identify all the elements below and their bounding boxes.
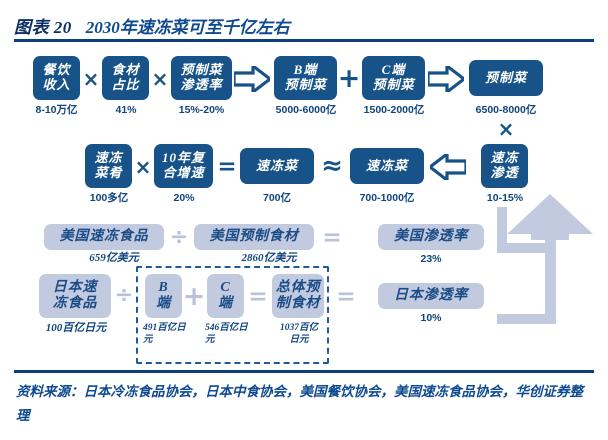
connector-vertical-riser bbox=[545, 204, 556, 324]
operator-plus-1: + bbox=[337, 62, 361, 94]
node-ten-year-cagr[interactable]: 10年复 合增速 bbox=[154, 144, 213, 188]
operator-multiply-1: × bbox=[82, 67, 100, 91]
caption-ten-year-cagr: 20% bbox=[173, 192, 195, 204]
operator-equals-3: = bbox=[248, 283, 268, 310]
caption-japan-c-side: 546百亿日元 bbox=[205, 323, 248, 346]
operator-implies-1 bbox=[234, 66, 270, 92]
source-note: 资料来源：日本冷冻食品协会，日本中食协会，美国餐饮协会，美国速冻食品协会，华创证… bbox=[16, 384, 583, 423]
caption-catering-revenue: 8-10万亿 bbox=[35, 104, 78, 116]
caption-frozen-vegetable-700: 700亿 bbox=[262, 192, 292, 204]
operator-divide-2: ÷ bbox=[114, 283, 134, 308]
page-title: 2030年速冻菜可至千亿左右 bbox=[85, 17, 290, 37]
operator-multiply-3: × bbox=[134, 155, 152, 179]
caption-c-side-prepared-food: 1500-2000亿 bbox=[363, 104, 425, 116]
node-us-frozen-food[interactable]: 美国速冻食品 bbox=[44, 224, 164, 250]
caption-prepared-food-penetration: 15%-20% bbox=[178, 104, 225, 116]
node-frozen-vegetable-700[interactable]: 速冻菜 bbox=[240, 148, 314, 184]
operator-equals-4: = bbox=[336, 283, 356, 310]
connector-jp-elbow-horizontal bbox=[497, 314, 556, 324]
operator-equals-2: = bbox=[322, 224, 342, 251]
caption-japan-total-prepared: 1037百亿日元 bbox=[279, 323, 318, 346]
upward-arrow-icon bbox=[507, 194, 593, 240]
operator-equals-1: = bbox=[217, 153, 237, 180]
caption-japan-frozen-food: 100百亿日元 bbox=[45, 322, 107, 334]
japan-breakdown-group bbox=[136, 266, 329, 364]
operator-plus-2: + bbox=[182, 280, 206, 312]
operator-multiply-2: × bbox=[151, 67, 169, 91]
node-frozen-vegetable-range[interactable]: 速冻菜 bbox=[350, 148, 424, 184]
node-frozen-dishes[interactable]: 速冻 菜肴 bbox=[85, 144, 132, 188]
operator-divide-1: ÷ bbox=[169, 225, 189, 250]
caption-prepared-food-total: 6500-8000亿 bbox=[475, 104, 537, 116]
footer-divider bbox=[14, 370, 594, 373]
figure-label: 图表 20 bbox=[14, 17, 72, 37]
node-japan-b-side[interactable]: B 端 bbox=[145, 274, 182, 318]
caption-b-side-prepared-food: 5000-6000亿 bbox=[275, 104, 337, 116]
caption-frozen-vegetable-range: 700-1000亿 bbox=[359, 192, 415, 204]
caption-japan-b-side: 491百亿日元 bbox=[143, 323, 186, 346]
node-prepared-food-penetration[interactable]: 预制菜 渗透率 bbox=[171, 56, 232, 100]
caption-us-frozen-food: 659亿美元 bbox=[89, 252, 139, 264]
caption-us-penetration-rate: 23% bbox=[420, 253, 442, 265]
operator-left-implies bbox=[430, 154, 466, 180]
node-us-penetration-rate[interactable]: 美国渗透率 bbox=[378, 224, 484, 250]
node-b-side-prepared-food[interactable]: B端 预制菜 bbox=[274, 56, 337, 100]
node-catering-revenue[interactable]: 餐饮 收入 bbox=[33, 56, 80, 100]
node-japan-penetration-rate[interactable]: 日本渗透率 bbox=[378, 283, 484, 309]
node-japan-c-side[interactable]: C 端 bbox=[207, 274, 244, 318]
node-c-side-prepared-food[interactable]: C端 预制菜 bbox=[362, 56, 425, 100]
node-japan-total-prepared[interactable]: 总体预 制食材 bbox=[272, 274, 324, 318]
node-prepared-food-total[interactable]: 预制菜 bbox=[469, 60, 543, 96]
header-divider bbox=[14, 39, 594, 42]
connector-us-elbow-vertical bbox=[497, 207, 507, 247]
operator-approx-1: ≈ bbox=[321, 151, 343, 181]
diagram-canvas: 餐饮 收入 8-10万亿 × 食材 占比 41% × 预制菜 渗透率 15%-2… bbox=[0, 44, 608, 368]
caption-japan-penetration-rate: 10% bbox=[420, 312, 442, 324]
node-frozen-penetration[interactable]: 速冻 渗透 bbox=[481, 144, 528, 188]
caption-us-prepared-ingredients: 2860亿美元 bbox=[241, 252, 297, 264]
node-japan-frozen-food[interactable]: 日本速 冻食品 bbox=[39, 274, 111, 318]
figure-header: 图表 20 2030年速冻菜可至千亿左右 bbox=[14, 12, 594, 38]
node-us-prepared-ingredients[interactable]: 美国预制食材 bbox=[194, 224, 314, 250]
operator-implies-2 bbox=[428, 66, 464, 92]
caption-frozen-dishes: 100多亿 bbox=[89, 192, 129, 204]
node-ingredient-share[interactable]: 食材 占比 bbox=[102, 56, 149, 100]
operator-multiply-bridge: × bbox=[497, 117, 515, 141]
connector-us-elbow-horizontal bbox=[497, 243, 545, 253]
caption-ingredient-share: 41% bbox=[115, 104, 137, 116]
caption-frozen-penetration: 10-15% bbox=[486, 192, 524, 204]
